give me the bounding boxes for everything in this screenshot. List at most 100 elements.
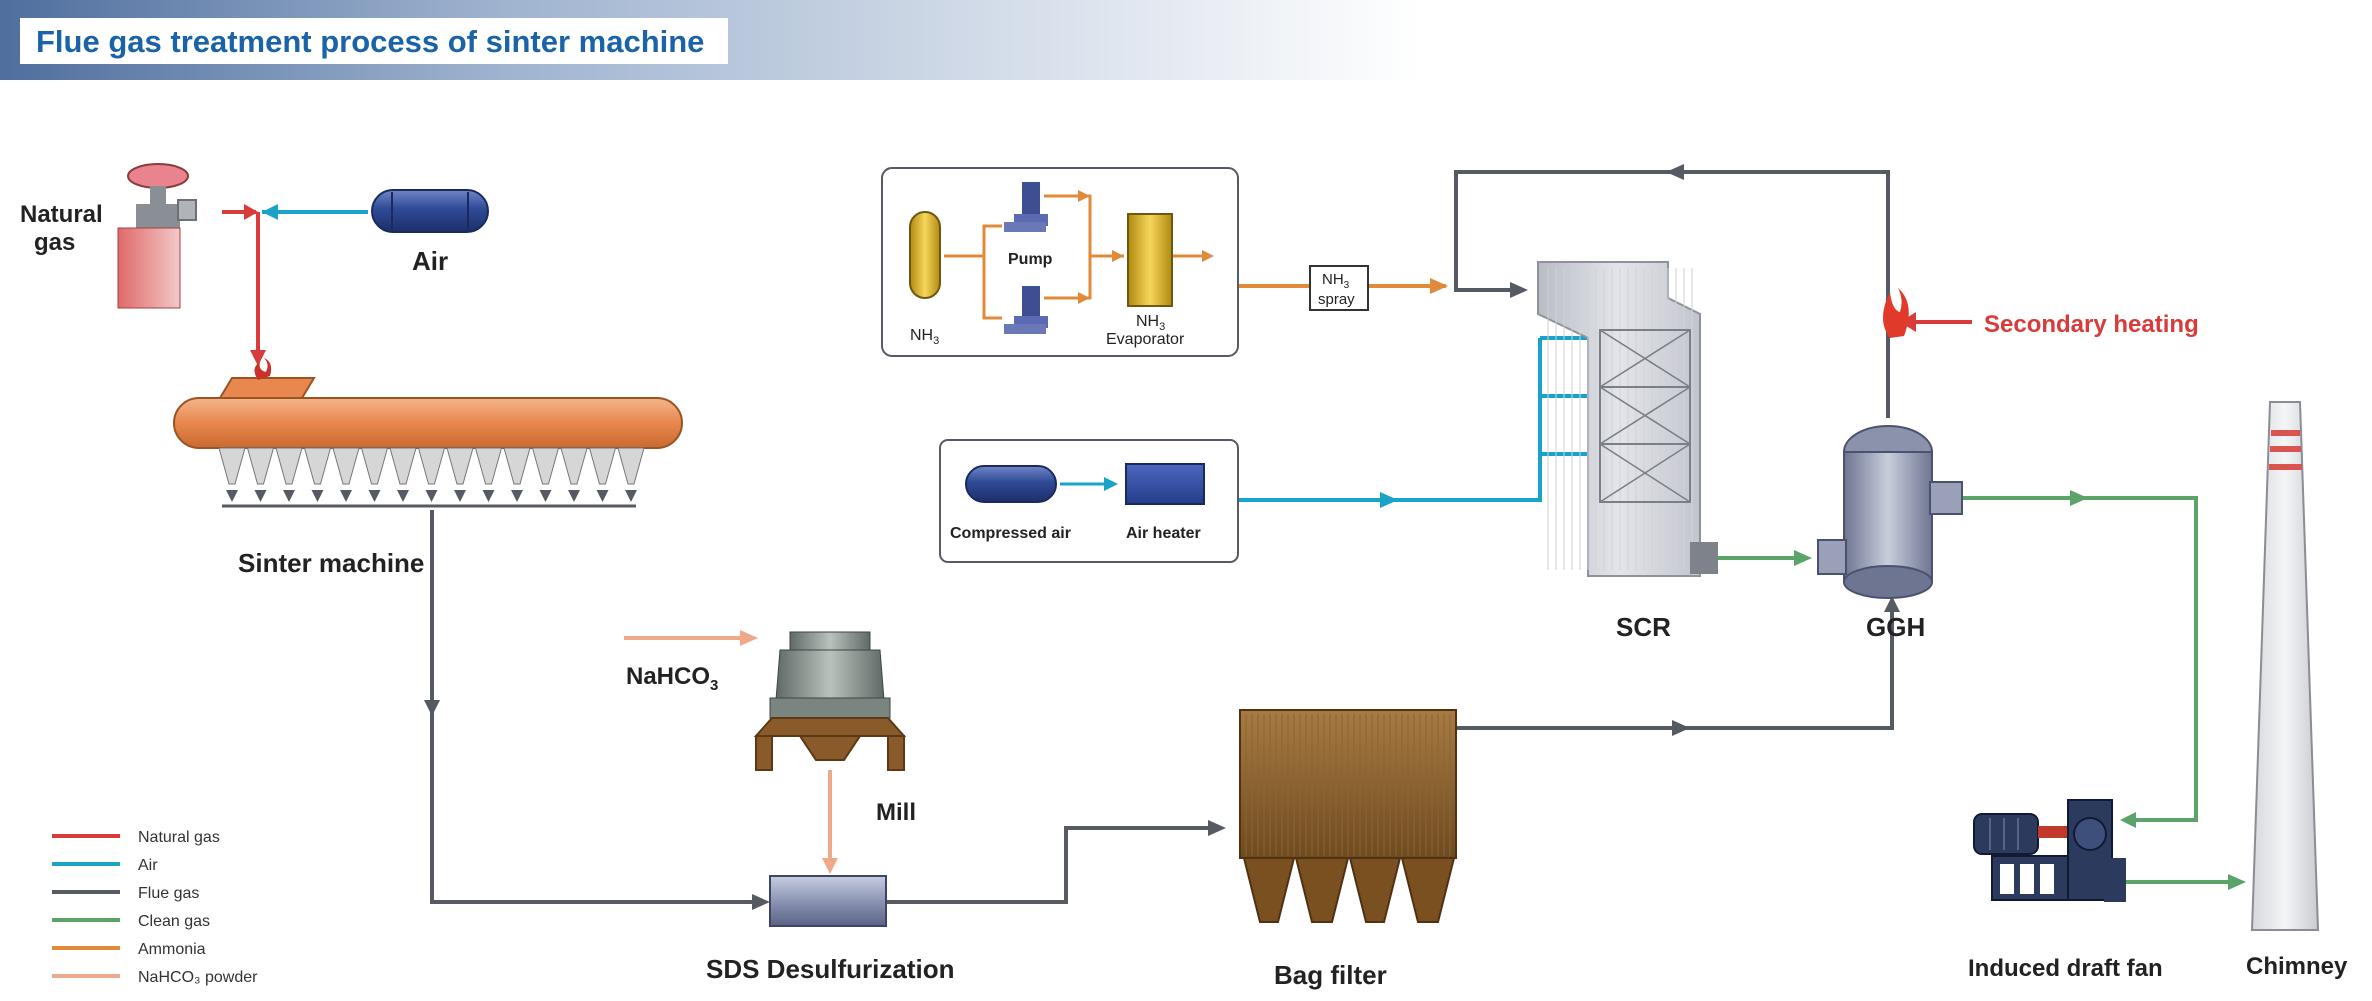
sinter-hopper <box>503 447 531 485</box>
air-heater-icon <box>1125 463 1205 505</box>
title-banner: Flue gas treatment process of sinter mac… <box>0 0 1420 80</box>
pump-icon <box>1004 286 1048 334</box>
sinter-hopper <box>417 447 446 485</box>
sinter-hopper <box>303 447 332 485</box>
nahco3-label: NaHCO3 <box>626 663 718 694</box>
sinter-hopper-arrow <box>568 490 580 502</box>
sinter-hopper-arrow <box>368 490 381 502</box>
flue-gas-arrow-ggh-up <box>1884 596 1900 612</box>
sinter-hopper <box>246 447 275 485</box>
chimney-icon <box>2250 401 2320 931</box>
flue-gas-arrow-scr <box>1510 282 1528 298</box>
air-label: Air <box>412 246 448 276</box>
pump-label: Pump <box>1008 251 1053 268</box>
nh3-spray-label-line2: spray <box>1318 291 1355 308</box>
sinter-hopper <box>560 447 588 485</box>
induced-draft-fan-label: Induced draft fan <box>1968 955 2163 982</box>
sinter-hopper-arrow <box>226 490 238 502</box>
sds-label: SDS Desulfurization <box>706 954 954 984</box>
clean-gas-arrow-fan <box>2120 812 2136 828</box>
sinter-hopper-arrow <box>340 490 352 502</box>
air-tank-icon <box>371 189 489 233</box>
sinter-machine-label: Sinter machine <box>238 548 424 578</box>
nh3-tank-icon <box>909 211 941 299</box>
flue-gas-arrow-bag <box>1208 820 1226 836</box>
natural-gas-valve-icon <box>117 163 197 309</box>
sinter-hopper-arrow <box>539 490 552 502</box>
sinter-hopper <box>446 447 474 485</box>
natural-gas-arrow <box>244 204 258 220</box>
legend-label: NaHCO₃ powder <box>138 969 258 986</box>
clean-gas-arrow-right <box>2070 490 2088 506</box>
legend-label: Air <box>138 857 158 874</box>
page-title: Flue gas treatment process of sinter mac… <box>36 24 704 59</box>
sinter-hopper-arrow <box>254 490 267 502</box>
air-arrow-heater <box>1380 492 1398 508</box>
flame-icon <box>1883 288 1909 338</box>
sinter-hoppers <box>218 447 645 502</box>
nahco3-arrow-sds <box>822 858 838 874</box>
sinter-hopper <box>275 447 303 485</box>
ammonia-arrow-scr <box>1430 278 1448 294</box>
natural-gas-label-line2: gas <box>34 229 75 256</box>
air-line-heater-scr <box>1238 338 1542 502</box>
scr-label: SCR <box>1616 612 1671 642</box>
natural-gas-label-line1: Natural <box>20 201 103 228</box>
sinter-hopper <box>332 447 360 485</box>
sinter-hopper <box>360 447 389 485</box>
compressed-air-tank-icon <box>965 465 1057 503</box>
air-heater-label: Air heater <box>1126 525 1201 542</box>
sinter-hopper-arrow <box>482 490 495 502</box>
flue-gas-arrow-ggh <box>1672 720 1690 736</box>
mill-label: Mill <box>876 799 916 826</box>
mill-icon <box>753 631 907 771</box>
natural-gas-arrow-down <box>250 350 266 366</box>
sinter-hopper <box>389 447 417 485</box>
ggh-label: GGH <box>1866 612 1925 642</box>
flue-gas-line-sds-bag <box>886 826 1218 904</box>
sinter-hopper <box>617 447 645 485</box>
sinter-hopper <box>588 447 617 485</box>
legend-label: Natural gas <box>138 829 220 846</box>
secondary-heating-arrow <box>1900 312 1916 332</box>
chimney-label: Chimney <box>2246 953 2348 980</box>
evaporator-label-line1: NH3 <box>1136 313 1165 333</box>
sinter-hopper <box>218 447 246 485</box>
legend-label: Flue gas <box>138 885 199 902</box>
legend-label: Ammonia <box>138 941 206 958</box>
secondary-heating-label: Secondary heating <box>1984 311 2199 338</box>
sinter-hopper-arrow <box>625 490 637 502</box>
nahco3-arrow-mill <box>740 630 758 646</box>
bag-filter-lines <box>1245 714 1451 856</box>
sinter-hopper <box>531 447 560 485</box>
sinter-machine-icon <box>173 358 683 508</box>
nh3-tank-label: NH3 <box>910 327 939 347</box>
sinter-hopper-arrow <box>397 490 409 502</box>
flue-gas-arrow-sds <box>752 894 770 910</box>
sds-desulfurization-icon <box>769 875 887 927</box>
clean-gas-arrow-ggh <box>1794 550 1812 566</box>
nh3-preparation-box: NH3 Pump NH3 Evaporator <box>881 167 1239 357</box>
clean-gas-arrow-chimney <box>2228 874 2246 890</box>
sinter-hopper-arrow <box>425 490 438 502</box>
ggh-icon <box>1817 425 1963 599</box>
compressed-air-label: Compressed air <box>950 525 1071 542</box>
sinter-hopper <box>474 447 503 485</box>
bag-filter-icon <box>1239 709 1457 923</box>
air-arrow <box>262 204 278 220</box>
sinter-hopper-arrow <box>283 490 295 502</box>
clean-gas-line-ggh-fan <box>1962 496 2198 822</box>
legend-label: Clean gas <box>138 913 210 930</box>
flue-gas-line-ggh-scr <box>1454 170 1890 418</box>
bag-filter-label: Bag filter <box>1274 960 1387 990</box>
sinter-hopper-arrow <box>596 490 609 502</box>
evaporator-icon <box>1127 213 1173 307</box>
flue-gas-line-sinter-sds <box>430 510 760 904</box>
sinter-hopper-arrow <box>511 490 523 502</box>
scr-grid-lines <box>1547 268 1693 570</box>
flue-gas-arrow-down <box>424 700 440 716</box>
sinter-hopper-arrow <box>311 490 324 502</box>
evaporator-label-line2: Evaporator <box>1106 331 1185 348</box>
